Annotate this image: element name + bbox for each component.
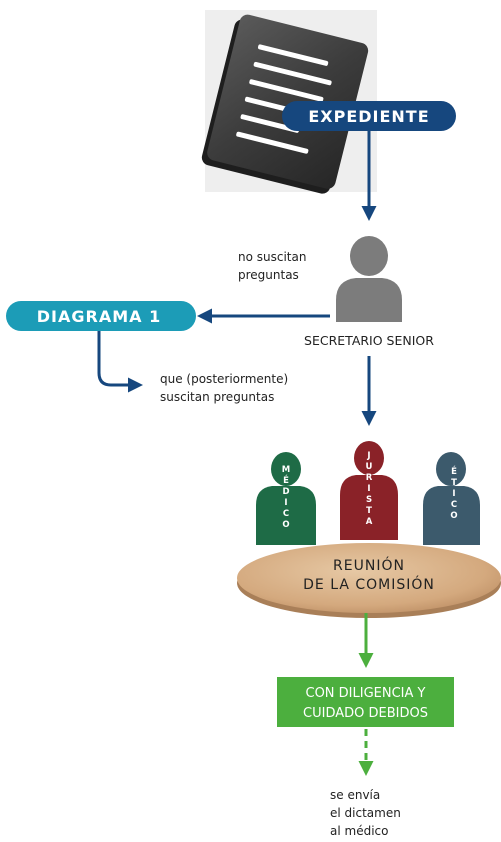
role-jurista-letters: J U R I S T A bbox=[366, 451, 373, 527]
document-icon bbox=[201, 10, 377, 194]
svg-text:I: I bbox=[367, 484, 370, 494]
svg-text:O: O bbox=[282, 520, 289, 530]
later-line1: que (posteriormente) bbox=[160, 372, 288, 386]
outcome-line3: al médico bbox=[330, 824, 388, 838]
svg-text:C: C bbox=[283, 509, 289, 519]
diagram1-label: DIAGRAMA 1 bbox=[6, 301, 196, 331]
arrow-diagram1-to-later bbox=[97, 331, 143, 393]
svg-text:A: A bbox=[366, 517, 373, 527]
commission-label-line1: REUNIÓN bbox=[333, 556, 405, 574]
member-etico bbox=[423, 452, 480, 545]
diagram1-text: DIAGRAMA 1 bbox=[37, 307, 161, 326]
svg-text:M: M bbox=[282, 465, 290, 475]
expediente-label: EXPEDIENTE bbox=[282, 101, 456, 131]
commission-label-line2: DE LA COMISIÓN bbox=[303, 575, 435, 593]
outcome-line1: se envía bbox=[330, 788, 380, 802]
diligence-line2: CUIDADO DEBIDOS bbox=[303, 706, 428, 721]
expediente-text: EXPEDIENTE bbox=[308, 107, 429, 126]
member-jurista bbox=[340, 441, 398, 540]
member-medico bbox=[256, 452, 316, 545]
svg-text:I: I bbox=[452, 489, 455, 499]
svg-text:U: U bbox=[366, 462, 373, 472]
svg-text:É: É bbox=[451, 465, 457, 477]
diligence-line1: CON DILIGENCIA Y bbox=[306, 686, 426, 701]
svg-text:J: J bbox=[366, 451, 370, 461]
svg-text:C: C bbox=[451, 500, 457, 510]
later-line2: suscitan preguntas bbox=[160, 390, 274, 404]
svg-text:S: S bbox=[366, 495, 372, 505]
role-medico-letters: M É D I C O bbox=[282, 465, 290, 530]
svg-text:I: I bbox=[284, 498, 287, 508]
role-etico-letters: É T I C O bbox=[450, 465, 457, 521]
svg-text:D: D bbox=[282, 487, 289, 497]
svg-text:T: T bbox=[451, 478, 457, 488]
no-questions-line1: no suscitan bbox=[238, 250, 306, 264]
senior-person-icon bbox=[336, 236, 402, 322]
svg-text:É: É bbox=[283, 474, 289, 486]
svg-text:O: O bbox=[450, 511, 457, 521]
svg-text:R: R bbox=[366, 473, 373, 483]
senior-label: SECRETARIO SENIOR bbox=[304, 333, 434, 348]
svg-text:T: T bbox=[366, 506, 372, 516]
diligence-box: CON DILIGENCIA Y CUIDADO DEBIDOS bbox=[277, 677, 454, 727]
commission-table: REUNIÓN DE LA COMISIÓN bbox=[237, 543, 501, 618]
outcome-line2: el dictamen bbox=[330, 806, 401, 820]
no-questions-line2: preguntas bbox=[238, 268, 299, 282]
